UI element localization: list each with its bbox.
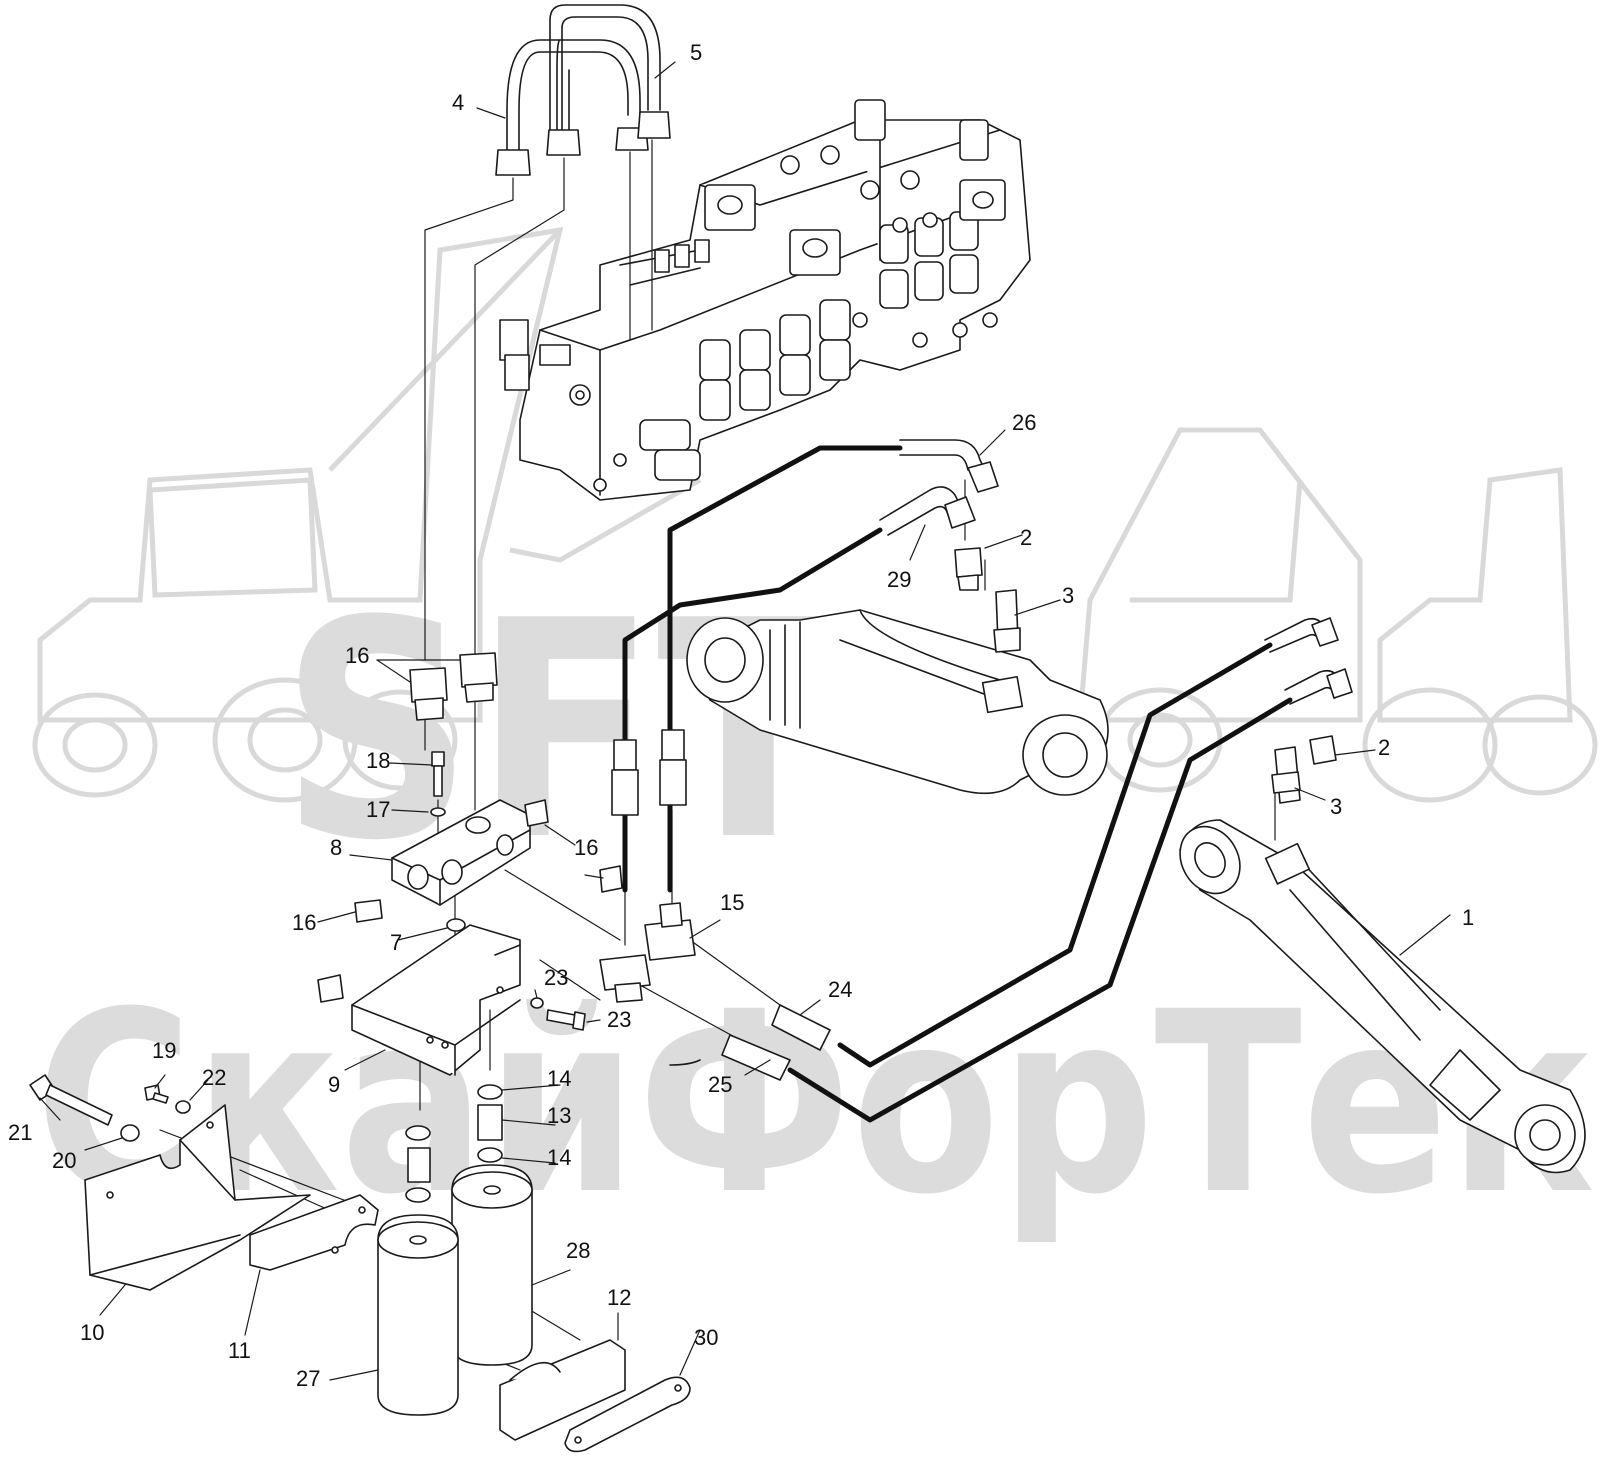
- hose-end-25: [771, 1004, 831, 1051]
- steel-pipe-4: [506, 39, 641, 151]
- callout-27: 26: [1012, 410, 1036, 435]
- bolt-22: [29, 1074, 113, 1126]
- callout-leader-lines: [39, 61, 1451, 1381]
- clamp-12: [499, 1339, 626, 1441]
- callout-14-upper: 14: [547, 1066, 571, 1091]
- callout-30: 29: [887, 567, 911, 592]
- clamp-11: [249, 1194, 379, 1271]
- screw-19: [431, 751, 445, 797]
- callout-7: 7: [390, 930, 402, 955]
- callout-29: 28: [566, 1238, 590, 1263]
- callout-2-lower: 2: [1378, 735, 1390, 760]
- callout-21: 20: [52, 1148, 76, 1173]
- fitting-17-right: [459, 652, 498, 703]
- callout-4: 4: [452, 90, 464, 115]
- callout-2-upper: 2: [1020, 525, 1032, 550]
- adapter-left: [405, 1125, 431, 1203]
- callout-9: 9: [328, 1072, 340, 1097]
- washer-23-bracket: [530, 997, 544, 1009]
- callout-20: 19: [152, 1038, 176, 1063]
- callout-3-upper: 3: [1062, 583, 1074, 608]
- callout-19: 18: [366, 748, 390, 773]
- screw-20: [144, 1084, 169, 1104]
- watermark-tractor-right-graphic: [1077, 427, 1598, 803]
- hose-30: [622, 486, 976, 893]
- callout-3-lower: 3: [1330, 794, 1342, 819]
- hose-end-fittings-vertical: [611, 729, 687, 816]
- callout-11: 11: [228, 1338, 251, 1363]
- hose-25: [837, 617, 1339, 1068]
- plug-16-lower: [317, 974, 344, 1003]
- callout-22: 21: [8, 1120, 32, 1145]
- steel-pipe-5: [549, 4, 661, 131]
- fitting-3-lower: [1271, 746, 1301, 804]
- watermark-tractor-left-graphic: [32, 226, 702, 803]
- callout-5: 5: [690, 40, 702, 65]
- callout-24: 23: [607, 1007, 631, 1032]
- fitting-2-lower: [1309, 735, 1337, 765]
- hose-end-26: [721, 1034, 791, 1081]
- hose-26: [787, 668, 1353, 1123]
- callout-13: 13: [547, 1103, 571, 1128]
- seal-14-upper: [477, 1084, 503, 1100]
- tee-fitting-15: [644, 902, 696, 961]
- washer-21: [120, 1124, 140, 1142]
- tee-fitting-lower: [599, 954, 651, 1003]
- callout-15: 15: [720, 890, 744, 915]
- callout-16-top: 16: [574, 835, 598, 860]
- strap-31: [564, 1376, 691, 1453]
- washer-23-plate: [175, 1100, 191, 1114]
- callout-18: 17: [366, 797, 390, 822]
- control-valve-block: [499, 99, 1031, 501]
- bolt-24: [546, 1009, 586, 1031]
- hydraulic-cylinder-lower: [1179, 819, 1586, 1174]
- watermark-logo-text: SFT: [280, 557, 841, 906]
- plug-16-mid: [599, 865, 623, 893]
- callout-12: 12: [607, 1285, 631, 1310]
- callout-17: 16: [345, 643, 369, 668]
- callout-23-plate: 22: [202, 1065, 226, 1090]
- adapter-13: [477, 1104, 503, 1141]
- plug-16-left: [354, 899, 383, 923]
- seal-14-lower: [477, 1147, 503, 1163]
- callout-31: 30: [694, 1325, 718, 1350]
- hose-27: [667, 439, 999, 1066]
- fitting-3-upper: [993, 589, 1021, 653]
- o-ring-7: [446, 918, 466, 932]
- plug-16-top: [524, 799, 549, 827]
- fitting-2-upper: [954, 547, 983, 591]
- callout-8: 8: [330, 835, 342, 860]
- valve-block-8: [391, 799, 531, 906]
- callout-labels: 1 2 2 3 3 4 5 7 8 9 10 11 12 13 14 14 15…: [8, 40, 1474, 1391]
- callout-28: 27: [296, 1366, 320, 1391]
- bracket-9: [351, 924, 521, 1076]
- callout-10: 10: [80, 1320, 104, 1345]
- washer-18: [430, 807, 446, 817]
- pipe-nuts: [495, 111, 671, 176]
- fitting-17-left: [409, 667, 448, 721]
- mounting-plate-10: [84, 1104, 311, 1291]
- callout-25: 24: [828, 977, 852, 1002]
- accumulator-28: [377, 1214, 459, 1416]
- accumulator-29: [451, 1164, 533, 1366]
- callout-14-lower: 14: [547, 1145, 571, 1170]
- callout-1: 1: [1462, 905, 1474, 930]
- callout-16-left: 16: [292, 910, 316, 935]
- callout-26: 25: [708, 1072, 732, 1097]
- callout-23-bracket: 23: [544, 965, 568, 990]
- hydraulic-cylinder-upper: [686, 609, 1109, 796]
